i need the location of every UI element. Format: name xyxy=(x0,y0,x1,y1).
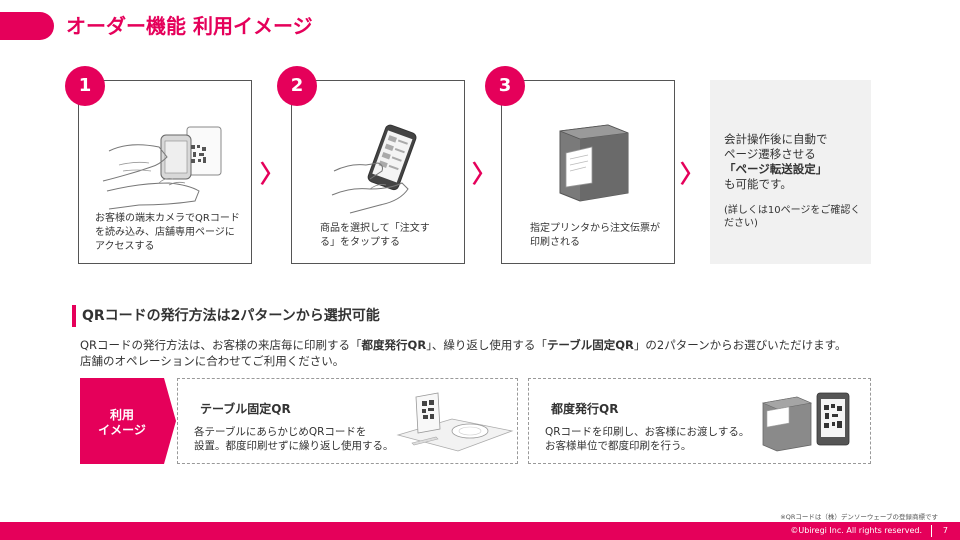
receipt-printer-illustration xyxy=(552,123,632,209)
table-qr-box: テーブル固定QR 各テーブルにあらかじめQRコードを 設置。都度印刷せずに繰り返… xyxy=(177,378,518,464)
trademark-footnote: ※QRコードは（株）デンソーウェーブの登録商標です xyxy=(780,513,938,521)
hand-smartphone-illustration xyxy=(330,123,430,215)
body-bold-per-visit: 都度発行QR xyxy=(361,338,427,352)
page-title: オーダー機能 利用イメージ xyxy=(66,14,313,38)
info-line-4: も可能です。 xyxy=(724,177,792,191)
per-visit-qr-text-line-2: お客様単位で都度印刷を行う。 xyxy=(545,440,692,452)
footer-divider xyxy=(931,525,932,537)
section-body-line-1: QRコードの発行方法は、お客様の来店毎に印刷する「都度発行QR」、繰り返し使用す… xyxy=(80,337,920,353)
info-line-2: ページ遷移させる xyxy=(724,147,816,161)
step-3-text: 指定プリンタから注文伝票が印刷される xyxy=(530,223,660,248)
step-card-1: お客様の端末カメラでQRコードを読み込み、店舗専用ページにアクセスする xyxy=(78,80,252,264)
body-text-part: 」、繰り返し使用する「 xyxy=(426,338,547,352)
section-body-line-2: 店舗のオペレーションに合わせてご利用ください。 xyxy=(80,354,345,368)
hands-phone-scan-illustration xyxy=(99,121,229,213)
footer-bar xyxy=(0,522,960,540)
info-line-3: 「ページ転送設定」 xyxy=(724,162,828,176)
body-bold-table: テーブル固定QR xyxy=(546,338,634,352)
section-body: QRコードの発行方法は、お客様の来店毎に印刷する「都度発行QR」、繰り返し使用す… xyxy=(80,337,920,369)
usage-label-arrow xyxy=(164,378,176,464)
step-2-text: 商品を選択して「注文する」をタップする xyxy=(320,223,430,248)
body-text-part: QRコードの発行方法は、お客様の来店毎に印刷する「 xyxy=(80,338,362,352)
page-number: 7 xyxy=(942,526,948,535)
table-qr-text-line-2: 設置。都度印刷せずに繰り返し使用する。 xyxy=(194,440,394,452)
chevron-right-icon: 〉 xyxy=(680,160,704,188)
per-visit-qr-text-line-1: QRコードを印刷し、お客様にお渡しする。 xyxy=(545,426,750,438)
table-qr-text: 各テーブルにあらかじめQRコードを 設置。都度印刷せずに繰り返し使用する。 xyxy=(194,425,414,453)
printer-qr-card-illustration xyxy=(759,383,863,463)
info-note: (詳しくは10ページをご確認ください) xyxy=(724,205,861,229)
usage-label-line-1: 利用 xyxy=(109,408,134,422)
info-line-1: 会計操作後に自動で xyxy=(724,132,828,146)
per-visit-qr-box: 都度発行QR QRコードを印刷し、お客様にお渡しする。 お客様単位で都度印刷を行… xyxy=(528,378,871,464)
step-3-number: 3 xyxy=(485,66,525,106)
step-2-number: 2 xyxy=(277,66,317,106)
per-visit-qr-title: 都度発行QR xyxy=(551,402,619,416)
copyright: ©Ubiregi Inc. All rights reserved. xyxy=(790,526,922,535)
table-qr-text-line-1: 各テーブルにあらかじめQRコードを xyxy=(194,426,367,438)
chevron-right-icon: 〉 xyxy=(472,160,496,188)
title-accent-bar xyxy=(0,12,54,40)
step-card-2: 商品を選択して「注文する」をタップする xyxy=(291,80,465,264)
info-text: 会計操作後に自動で ページ遷移させる 「ページ転送設定」 も可能です。 xyxy=(724,132,869,192)
section-accent-bar xyxy=(72,305,76,327)
step-1-text: お客様の端末カメラでQRコードを読み込み、店舗専用ページにアクセスする xyxy=(95,213,240,252)
step-card-3: 指定プリンタから注文伝票が印刷される xyxy=(501,80,675,264)
chevron-right-icon: 〉 xyxy=(260,160,284,188)
section-title: QRコードの発行方法は2パターンから選択可能 xyxy=(82,308,380,324)
usage-label-line-2: イメージ xyxy=(98,423,146,437)
table-qr-title: テーブル固定QR xyxy=(200,402,291,416)
usage-label: 利用 イメージ xyxy=(80,408,164,438)
table-qr-stand-illustration xyxy=(392,385,514,461)
step-1-number: 1 xyxy=(65,66,105,106)
per-visit-qr-text: QRコードを印刷し、お客様にお渡しする。 お客様単位で都度印刷を行う。 xyxy=(545,425,775,453)
body-text-part: 」の2パターンからお選びいただけます。 xyxy=(633,338,847,352)
usage-label-box xyxy=(80,378,164,464)
page-transfer-info-box: 会計操作後に自動で ページ遷移させる 「ページ転送設定」 も可能です。 (詳しく… xyxy=(710,80,871,264)
